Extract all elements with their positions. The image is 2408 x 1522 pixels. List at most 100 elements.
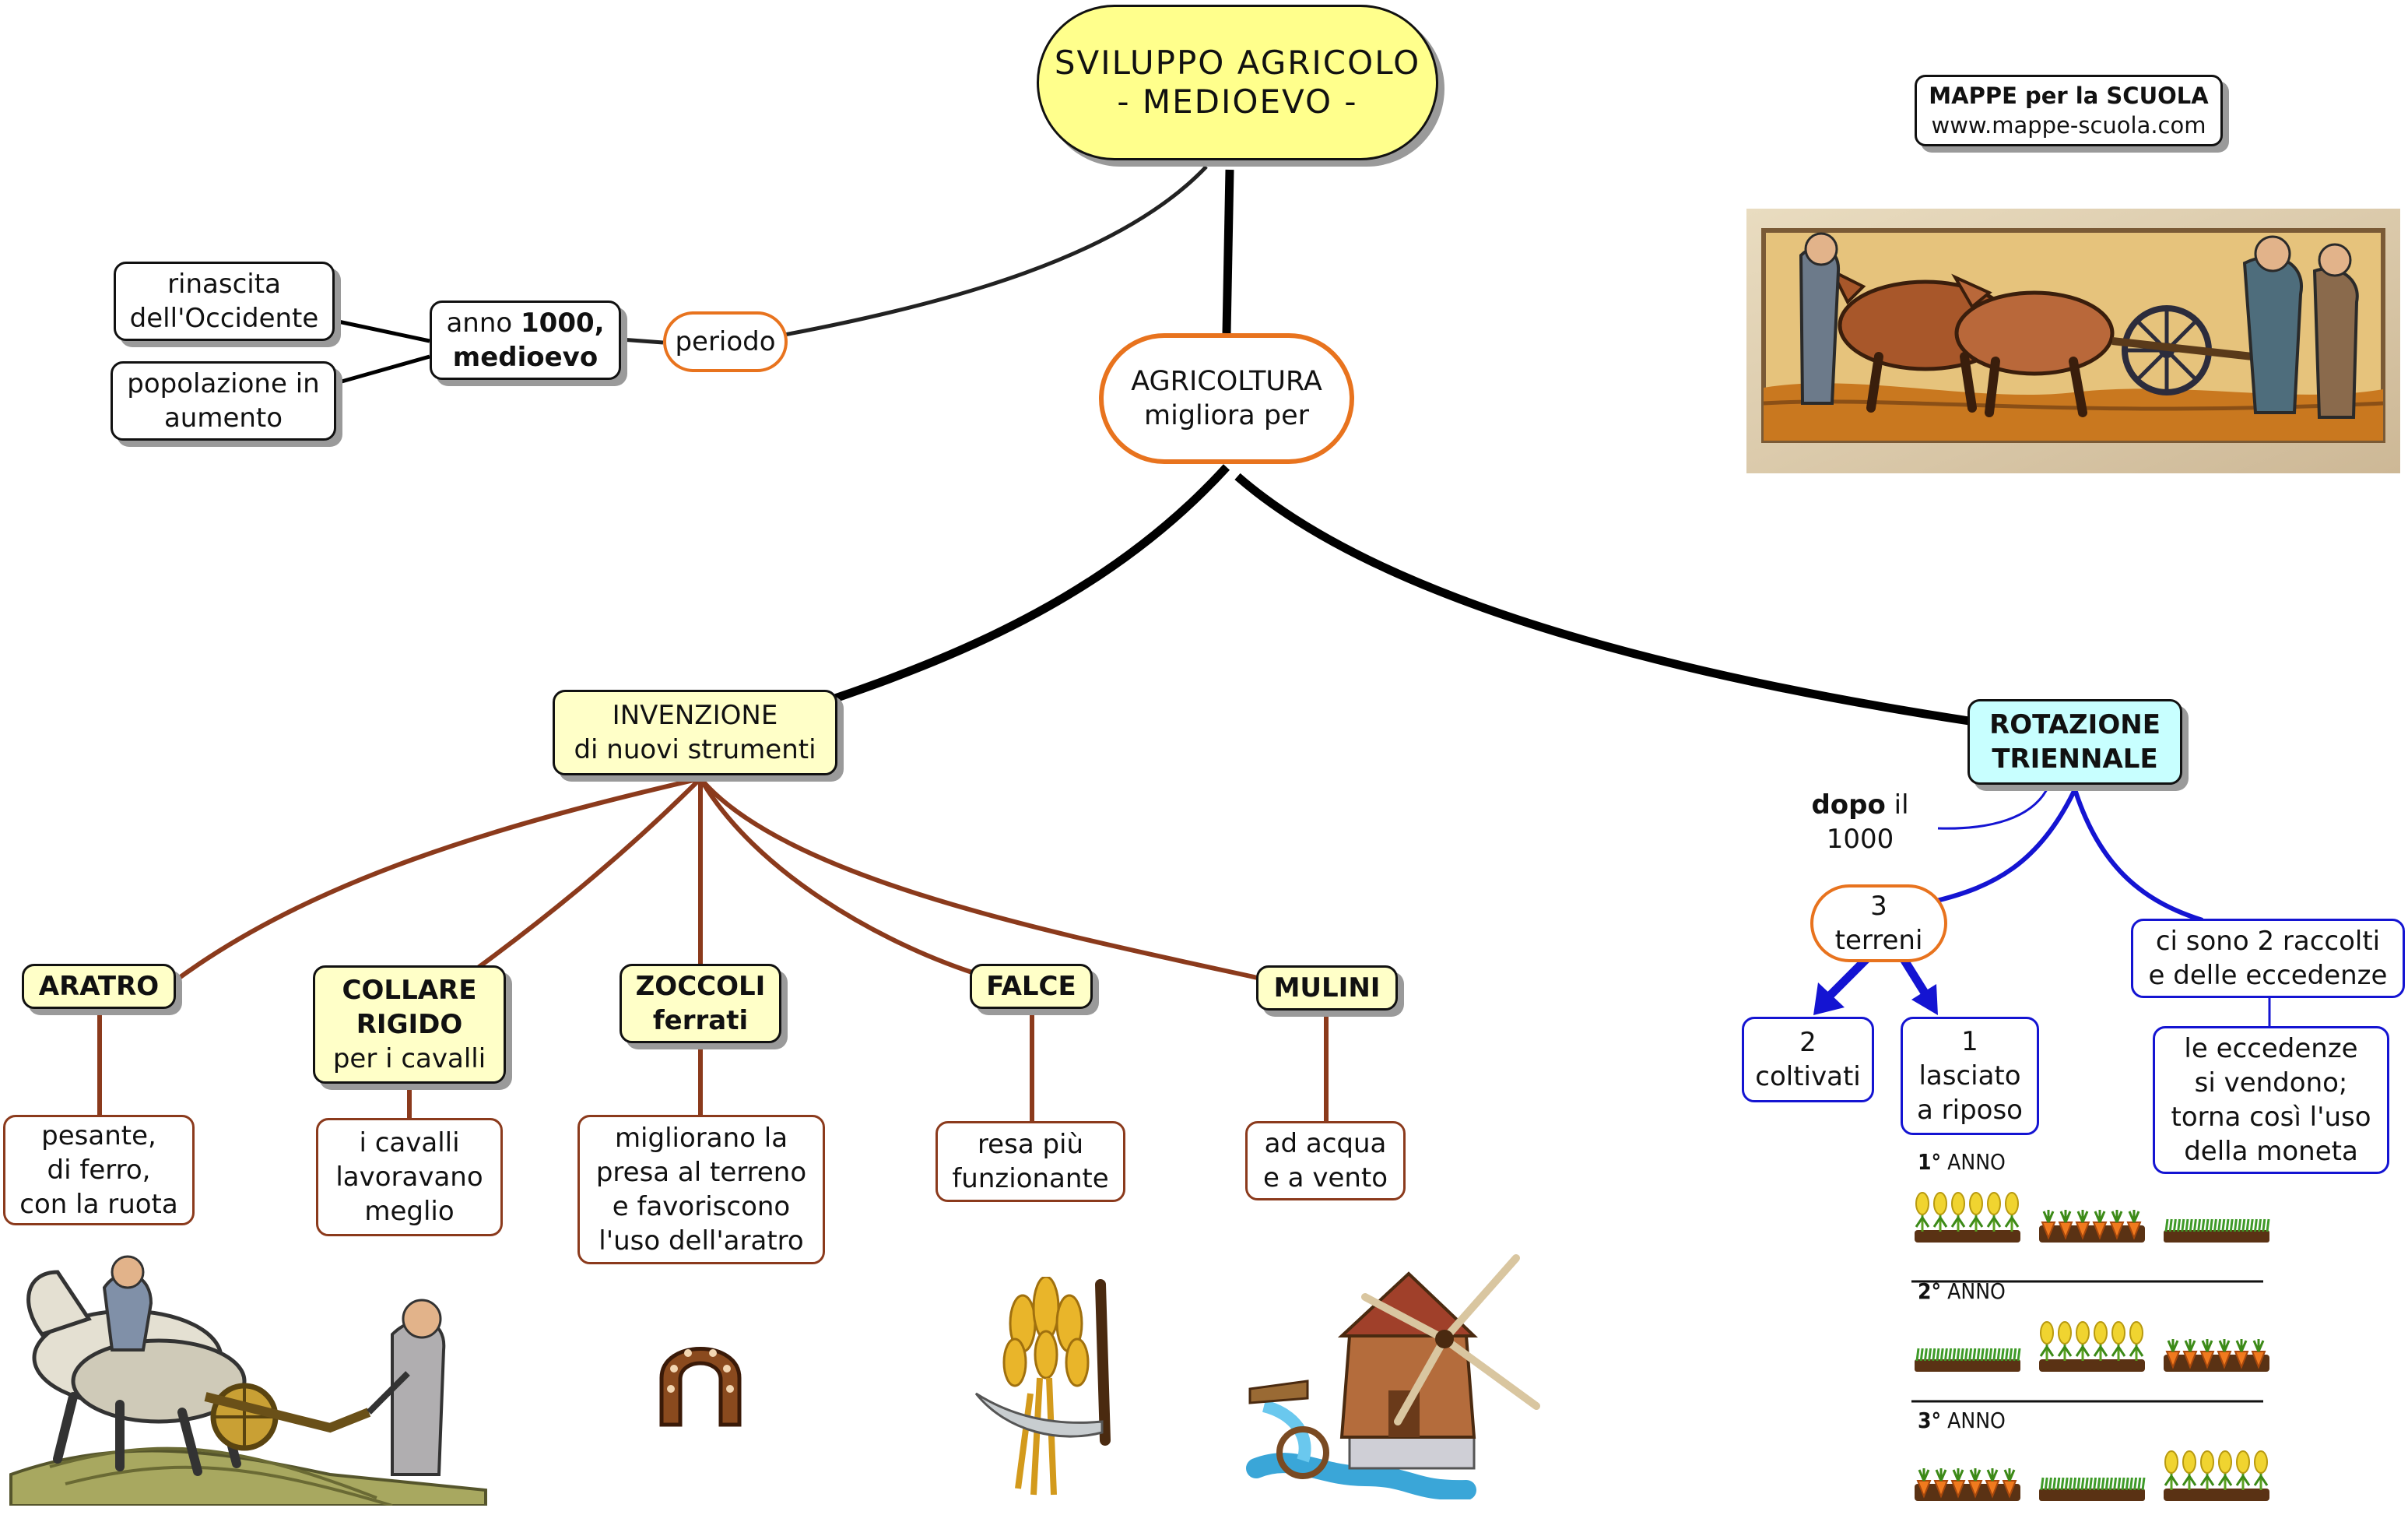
line-rotazione-note: [1937, 789, 2048, 830]
zoccoli-detail-4: l'uso dell'aratro: [598, 1225, 804, 1257]
tool-aratro-name: ARATRO: [38, 971, 160, 1002]
periodo-node: periodo: [663, 311, 788, 372]
note-line2: 1000: [1826, 824, 1894, 855]
aratro-detail-3: con la ruota: [19, 1189, 178, 1220]
falce-detail: resa più funzionante: [935, 1121, 1125, 1202]
zoccoli-detail-3: e favoriscono: [612, 1191, 791, 1222]
anno-line1: anno 1000,: [446, 306, 604, 340]
raccolti-line2: e delle eccedenze: [2148, 960, 2388, 991]
coltivati-node: 2 coltivati: [1742, 1017, 1874, 1102]
rotazione-line1: ROTAZIONE: [1989, 709, 2161, 740]
title-line1: SVILUPPO AGRICOLO: [1054, 44, 1421, 82]
ox-plough-miniature: [1746, 209, 2400, 473]
brand-url: www.mappe-scuola.com: [1931, 112, 2206, 139]
tool-collare-name1: COLLARE: [342, 975, 477, 1006]
rinascita-line1: rinascita: [167, 269, 281, 300]
eccedenze-line1: le eccedenze: [2184, 1033, 2358, 1064]
riposo-line2: lasciato: [1918, 1060, 2021, 1091]
line-inv-aratro: [171, 776, 701, 985]
agricoltura-line1: AGRICOLTURA: [1131, 366, 1322, 397]
raccolti-line1: ci sono 2 raccolti: [2155, 926, 2381, 957]
rotazione-note: dopo il 1000: [1782, 788, 1938, 856]
eccedenze-line4: della moneta: [2184, 1136, 2358, 1167]
grass-plot-icon: [2038, 1450, 2146, 1504]
horseshoe-icon: [659, 1347, 742, 1427]
year-word: ANNO: [1947, 1278, 2006, 1304]
year-label: 1° ANNO: [1918, 1149, 2006, 1176]
collare-detail-1: i cavalli: [359, 1127, 460, 1158]
riposo-line3: a riposo: [1917, 1095, 2023, 1126]
year-number: 3°: [1918, 1408, 1942, 1433]
tool-falce: FALCE: [970, 964, 1093, 1009]
tool-zoccoli: ZOCCOLI ferrati: [620, 964, 781, 1043]
wheat-sickle-icon: [974, 1277, 1111, 1496]
tool-falce-name: FALCE: [986, 971, 1076, 1002]
falce-detail-2: funzionante: [952, 1163, 1109, 1194]
invenzione-line1: INVENZIONE: [612, 700, 778, 731]
grass-plot-icon: [2162, 1191, 2271, 1246]
windmill-icon: [1246, 1254, 1540, 1499]
line-title-agricoltura: [1222, 169, 1234, 334]
wheat-plot-icon: [1913, 1191, 2022, 1246]
zoccoli-detail: migliorano la presa al terreno e favoris…: [577, 1115, 825, 1264]
collare-detail-3: meglio: [364, 1196, 455, 1227]
carrots-plot-icon: [2162, 1320, 2271, 1375]
line-inv-mulini: [698, 777, 1258, 980]
anno-line2: medioevo: [452, 342, 598, 373]
anno-node: anno 1000, medioevo: [430, 301, 621, 380]
terreni-node: 3 terreni: [1810, 884, 1947, 962]
terreni-line1: 3: [1870, 891, 1887, 922]
mulini-detail-2: e a vento: [1262, 1162, 1388, 1193]
year-word: ANNO: [1947, 1408, 2006, 1433]
mulini-detail: ad acqua e a vento: [1245, 1121, 1406, 1200]
popolazione-line1: popolazione in: [127, 368, 320, 399]
line-rotazione-raccolti: [2073, 789, 2203, 923]
collare-detail-2: lavoravano: [335, 1162, 483, 1193]
title-line2: - MEDIOEVO -: [1117, 83, 1358, 121]
note-bold: dopo: [1811, 789, 1886, 821]
coltivati-line2: coltivati: [1755, 1061, 1861, 1092]
raccolti-node: ci sono 2 raccolti e delle eccedenze: [2131, 919, 2405, 998]
terreni-line2: terreni: [1834, 925, 1923, 956]
line-anno-popolazione: [335, 354, 430, 385]
agricoltura-node: AGRICOLTURA migliora per: [1099, 333, 1354, 464]
falce-detail-1: resa più: [977, 1129, 1084, 1160]
wheat-plot-icon: [2038, 1320, 2146, 1375]
arrowhead-riposo: [1911, 984, 1938, 1015]
rotazione-line2: TRIENNALE: [1992, 743, 2158, 775]
aratro-detail-2: di ferro,: [47, 1155, 151, 1186]
riposo-line1: 1: [1961, 1026, 1978, 1057]
arrowhead-coltivati: [1813, 982, 1845, 1015]
anno-prefix: anno: [446, 308, 521, 339]
rinascita-node: rinascita dell'Occidente: [114, 262, 335, 341]
tool-collare-name2: RIGIDO: [356, 1009, 463, 1040]
arrow-terreni-riposo: [1900, 957, 1931, 999]
carrots-plot-icon: [1913, 1450, 2022, 1504]
horses-plough-illustration: [9, 1255, 487, 1506]
year-number: 1°: [1918, 1149, 1942, 1175]
tool-aratro: ARATRO: [22, 964, 176, 1009]
rotazione-node: ROTAZIONE TRIENNALE: [1967, 699, 2182, 785]
note-line1: dopo il: [1782, 788, 1938, 822]
line-anno-rinascita: [334, 318, 430, 343]
line-inv-collare: [473, 776, 703, 972]
periodo-label: periodo: [675, 326, 776, 357]
eccedenze-node: le eccedenze si vendono; torna così l'us…: [2153, 1026, 2389, 1174]
wheat-plot-icon: [2162, 1450, 2271, 1504]
aratro-detail: pesante, di ferro, con la ruota: [3, 1115, 195, 1225]
grass-plot-icon: [1913, 1320, 2022, 1375]
line-rotazione-terreni: [1932, 788, 2077, 904]
invenzione-node: INVENZIONE di nuovi strumenti: [553, 690, 837, 775]
popolazione-node: popolazione in aumento: [111, 361, 336, 441]
zoccoli-detail-1: migliorano la: [614, 1123, 788, 1154]
tool-collare-suffix: per i cavalli: [332, 1043, 486, 1074]
zoccoli-detail-2: presa al terreno: [595, 1157, 807, 1188]
note-rest: il: [1885, 789, 1909, 821]
year-label: 3° ANNO: [1918, 1408, 2006, 1434]
invenzione-line2: di nuovi strumenti: [574, 734, 816, 765]
tool-mulini-name: MULINI: [1273, 972, 1381, 1004]
brand-name: MAPPE per la SCUOLA: [1929, 83, 2209, 109]
